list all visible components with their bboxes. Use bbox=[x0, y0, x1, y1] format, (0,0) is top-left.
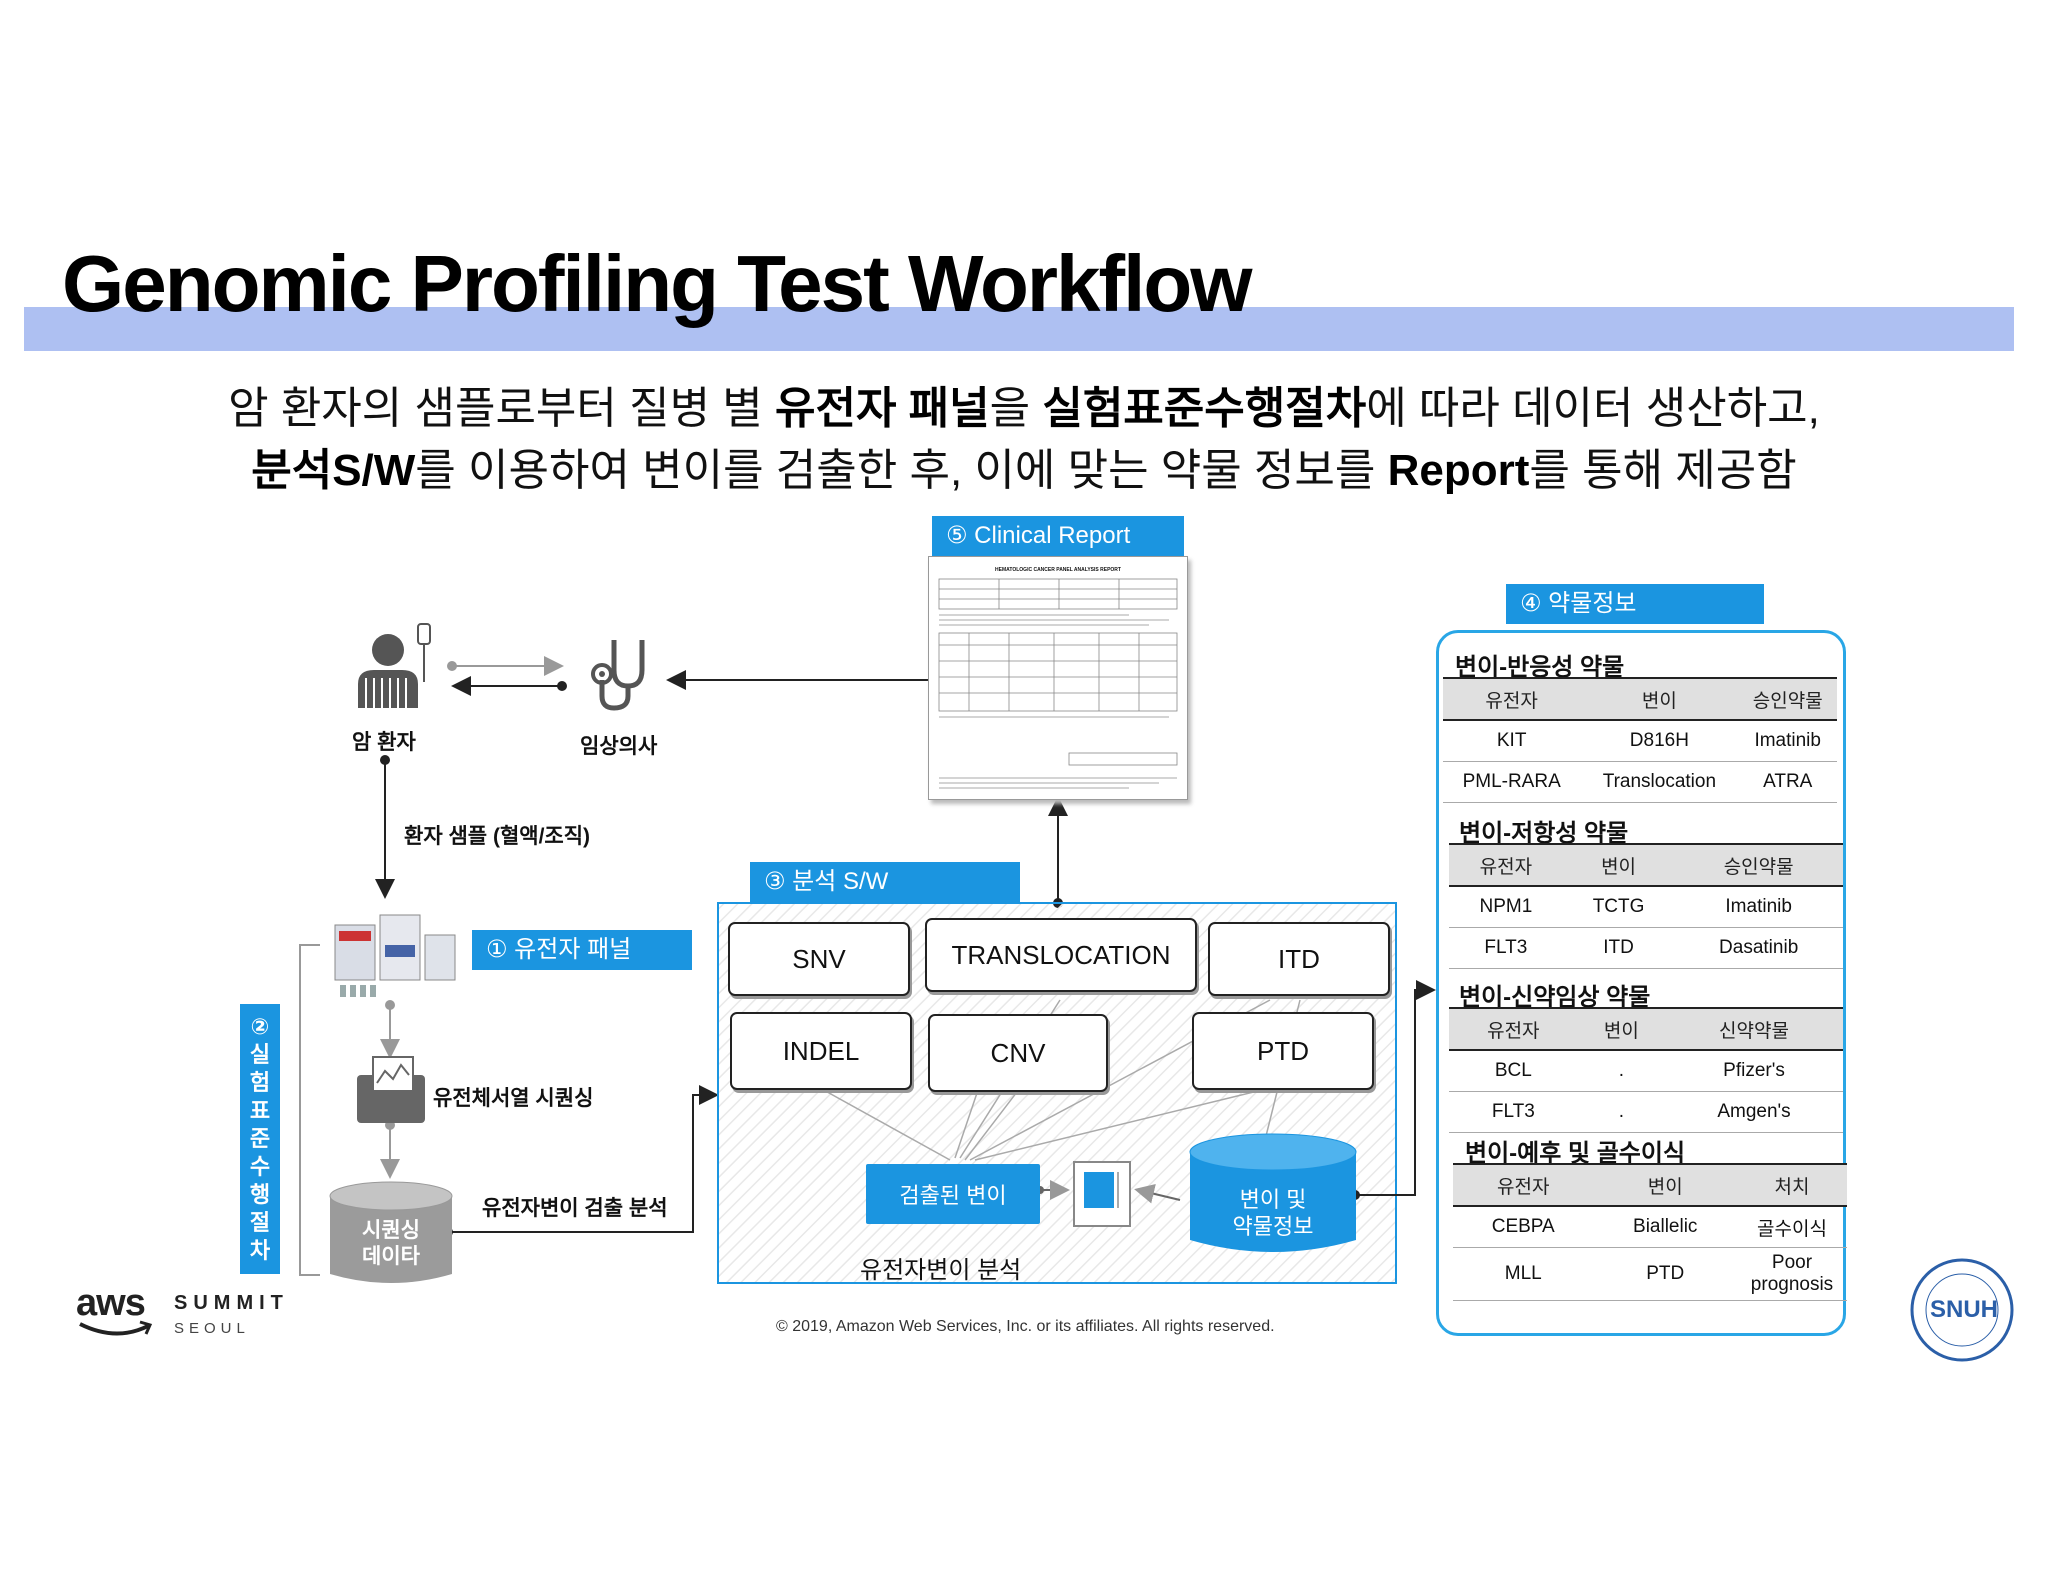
document-icon bbox=[1073, 1161, 1131, 1227]
gene-panel-kits-icon bbox=[334, 914, 456, 997]
snuh-logo-text: SNUH bbox=[1930, 1296, 1999, 1323]
table-row: BCL.Pfizer's bbox=[1449, 1050, 1843, 1092]
page-title: Genomic Profiling Test Workflow bbox=[62, 239, 1252, 328]
table-row: FLT3.Amgen's bbox=[1449, 1091, 1843, 1133]
patient-label: 암 환자 bbox=[352, 731, 416, 754]
sequencing-data-label: 시퀀싱 데이타 bbox=[362, 1219, 420, 1268]
detected-variants-box: 검출된 변이 bbox=[866, 1164, 1040, 1224]
ptd-box: PTD bbox=[1192, 1012, 1374, 1090]
aws-smile-icon bbox=[79, 1320, 153, 1336]
seoul-text: SEOUL bbox=[174, 1320, 250, 1337]
sop-vertical-label: ② 실 험 표 준 수 행 절 차 bbox=[240, 1004, 280, 1274]
analysis-sw-label: ③ 분석 S/W bbox=[750, 862, 1020, 902]
variant-analysis-caption: 유전자변이 분석 bbox=[860, 1257, 1022, 1284]
title-underline-bar bbox=[24, 307, 2014, 351]
translocation-box: TRANSLOCATION bbox=[925, 918, 1197, 992]
sequencing-label: 유전체서열 시퀀싱 bbox=[433, 1087, 594, 1110]
variant-drug-db-cylinder bbox=[1189, 1133, 1357, 1252]
variant-detection-label: 유전자변이 검출 분석 bbox=[482, 1197, 668, 1220]
snv-box: SNV bbox=[728, 922, 910, 996]
drug-section-title: 변이-저항성 약물 bbox=[1459, 820, 1629, 847]
patient-icon bbox=[358, 623, 431, 708]
report-content-lines bbox=[938, 578, 1178, 789]
clinical-report-label: ⑤ Clinical Report bbox=[932, 516, 1184, 556]
sequencing-data-cylinder bbox=[329, 1181, 453, 1283]
subtitle-line-2: 분석S/W를 이용하여 변이를 검출한 후, 이에 맞는 약물 정보를 Repo… bbox=[251, 446, 1797, 495]
variant-drug-db-label: 변이 및 약물정보 bbox=[1232, 1187, 1314, 1239]
summit-text: SUMMIT bbox=[174, 1292, 289, 1314]
cnv-box: CNV bbox=[928, 1014, 1108, 1092]
aws-logo-text: aws bbox=[76, 1282, 146, 1324]
copyright-text: © 2019, Amazon Web Services, Inc. or its… bbox=[776, 1318, 1275, 1335]
drug-section-title: 변이-예후 및 골수이식 bbox=[1465, 1140, 1686, 1167]
indel-box: INDEL bbox=[730, 1012, 912, 1090]
sequencer-icon bbox=[357, 1056, 425, 1123]
snuh-seal-logo bbox=[1910, 1258, 2014, 1362]
doctor-label: 임상의사 bbox=[580, 735, 658, 758]
clinical-report-document: HEMATOLOGIC CANCER PANEL ANALYSIS REPORT bbox=[928, 556, 1188, 800]
drug-info-label: ④ 약물정보 bbox=[1506, 584, 1764, 624]
report-heading: HEMATOLOGIC CANCER PANEL ANALYSIS REPORT bbox=[995, 567, 1121, 573]
gene-panel-label: ① 유전자 패널 bbox=[472, 930, 692, 970]
stethoscope-icon bbox=[591, 640, 645, 711]
sample-label: 환자 샘플 (혈액/조직) bbox=[404, 825, 591, 848]
drug-section-title: 변이-반응성 약물 bbox=[1455, 654, 1625, 681]
drug-section-title: 변이-신약임상 약물 bbox=[1459, 984, 1651, 1011]
subtitle-line-1: 암 환자의 샘플로부터 질병 별 유전자 패널을 실험표준수행절차에 따라 데이… bbox=[228, 384, 1820, 433]
itd-box: ITD bbox=[1208, 922, 1390, 996]
